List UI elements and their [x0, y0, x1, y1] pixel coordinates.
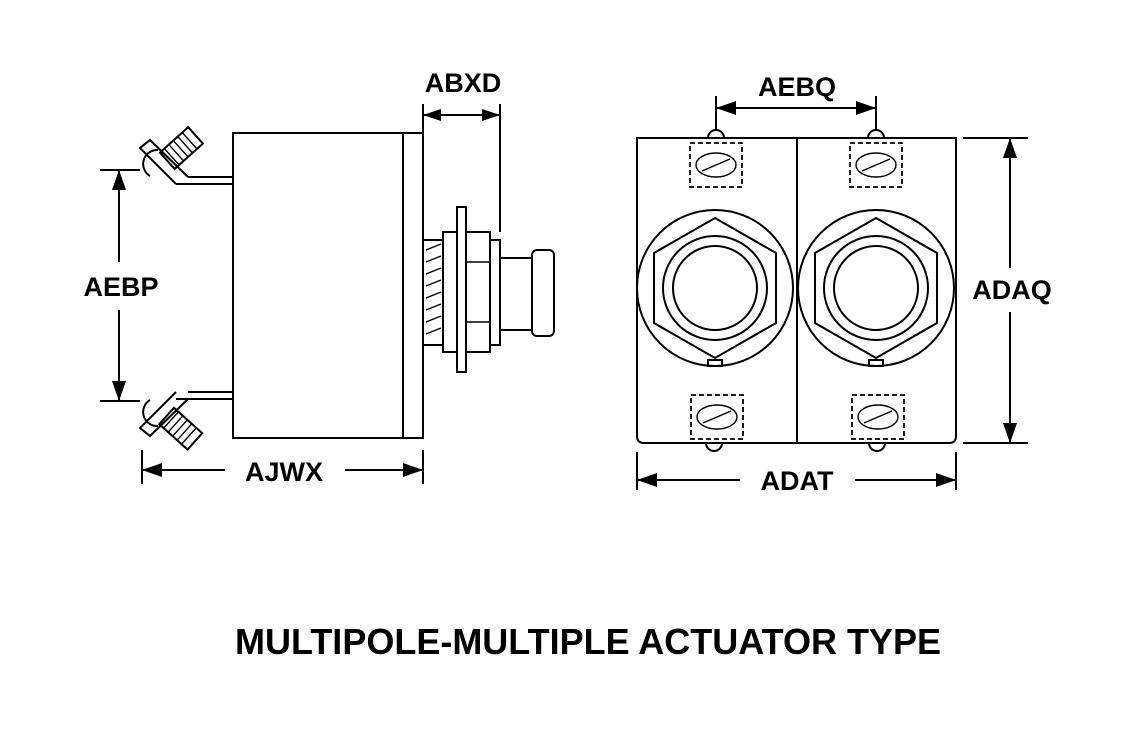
breaker-body: [232, 132, 424, 439]
adaq-dimension: [963, 137, 1028, 444]
adat-dimension: [636, 452, 957, 490]
aebq-label: AEBQ: [758, 72, 836, 102]
abxd-dimension: [422, 104, 501, 232]
aebp-dimension: [100, 169, 140, 402]
top-terminal: [138, 125, 233, 185]
front-plate: [636, 137, 957, 444]
aebp-label: AEBP: [83, 272, 158, 302]
pole-1: [636, 129, 794, 452]
ajwx-label: AJWX: [245, 457, 323, 487]
side-view: ABXD AEBP AJWX: [83, 68, 555, 487]
front-view: AEBQ ADAQ ADAT: [636, 72, 1052, 496]
drawing-title: MULTIPOLE-MULTIPLE ACTUATOR TYPE: [235, 621, 941, 662]
aebq-dimension: [715, 96, 877, 130]
adat-label: ADAT: [761, 466, 834, 496]
adaq-label: ADAQ: [972, 275, 1052, 305]
abxd-label: ABXD: [425, 68, 502, 98]
ajwx-dimension: [141, 450, 424, 484]
actuator-button: [499, 249, 555, 337]
pole-2: [797, 129, 955, 452]
threaded-bushing: [422, 206, 501, 373]
bottom-terminal: [138, 391, 233, 451]
